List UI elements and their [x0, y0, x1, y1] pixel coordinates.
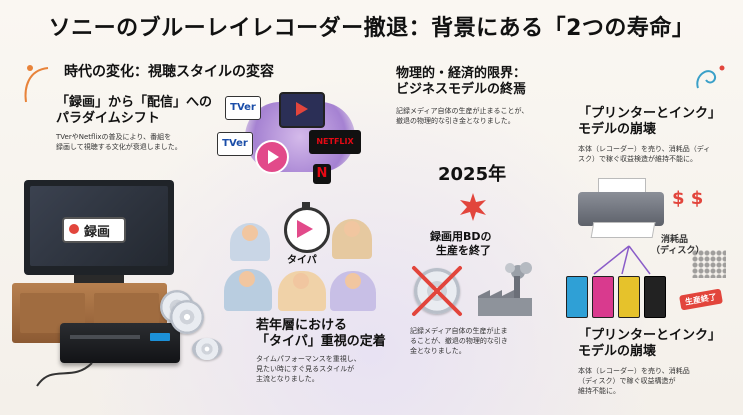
tv-record-label: 録画 — [84, 225, 111, 240]
netflix-logo: NETFLIX — [309, 130, 361, 154]
right-heading-1: 「プリンターとインク」 — [578, 106, 722, 121]
burst-icon — [460, 193, 486, 221]
page-title: ソニーのブルーレイレコーダー撤退：背景にある「2つの寿命」 — [48, 16, 695, 41]
tver-logo: TVer — [225, 96, 261, 120]
youth-text-2: 見たい時にすぐ見るスタイルが — [256, 365, 355, 373]
recorder-display — [150, 333, 170, 341]
youth-title-1: 若年層における — [256, 318, 348, 333]
right-text-2: スク）で稼ぐ収益検造が維持不能に。 — [578, 155, 697, 163]
ink-cartridges — [566, 276, 676, 320]
play-screen — [279, 92, 325, 128]
middle-bottom-2: ることが、撤退の物理的な引き — [410, 337, 508, 345]
middle-text-1: 記録メディア自体の生産が止まることが、 — [396, 107, 529, 115]
printer-illustration — [578, 178, 668, 240]
person-5 — [330, 271, 376, 311]
play-circle-icon — [255, 140, 289, 174]
record-badge: 録画 — [62, 217, 126, 243]
paradigm-text-1: TVerやNetflixの普及により、番組を — [56, 133, 172, 141]
right-bottom-heading-2: モデルの崩壊 — [578, 344, 657, 359]
yellow-cartridge — [618, 276, 640, 318]
netflix-n-logo: N — [313, 164, 331, 184]
person-4 — [278, 271, 326, 311]
factory-icon — [478, 262, 532, 316]
black-cartridge — [644, 276, 666, 318]
tv-recorder-illustration: 録画 — [12, 168, 217, 408]
right-text-1: 本体（レコーダー）を売り、消耗品（ディ — [578, 145, 711, 153]
record-dot-icon — [69, 224, 79, 234]
decorative-swoosh-icon — [24, 65, 49, 103]
right-bottom-heading-1: 「プリンターとインク」 — [578, 328, 722, 343]
person-1 — [230, 223, 270, 261]
paradigm-title-1: 「録画」から「配信」への — [56, 95, 213, 110]
youth-illustration: タイパ — [222, 202, 377, 315]
consumable-label-1: 消耗品 — [661, 235, 689, 245]
stopwatch-icon — [284, 202, 330, 253]
dust-particles — [692, 250, 726, 278]
streaming-illustration: TVer TVer NETFLIX N — [215, 88, 365, 188]
cable-icon — [36, 362, 93, 387]
taipa-label: タイパ — [287, 255, 317, 266]
consumable-label-2: （ディスク） — [651, 246, 705, 256]
middle-heading-2: ビジネスモデルの終焉 — [396, 82, 527, 97]
paradigm-title-2: パラダイムシフト — [56, 111, 160, 126]
end-production-badge: 生産終了 — [679, 288, 723, 311]
magenta-cartridge — [592, 276, 614, 318]
youth-title-2: 「タイパ」重視の定着 — [256, 334, 386, 349]
tver-logo-2: TVer — [217, 132, 253, 156]
bluray-recorder — [60, 323, 180, 363]
left-heading: 時代の変化：視聴スタイルの変容 — [64, 64, 274, 80]
year-label: 2025年 — [438, 164, 507, 185]
flow-arrows-icon — [593, 245, 651, 275]
cross-icon — [412, 266, 462, 316]
right-heading-2: モデルの崩壊 — [578, 122, 657, 137]
disc-stack-2 — [170, 300, 204, 334]
youth-text-1: タイムパフォーマンスを重視し、 — [256, 355, 361, 363]
youth-text-3: 主流となりました。 — [256, 375, 319, 383]
cyan-cartridge — [566, 276, 588, 318]
paradigm-text-2: 録画して視聴する文化が衰退しました。 — [56, 143, 182, 151]
bd-line-2: 生産を終了 — [436, 244, 491, 257]
play-icon — [296, 102, 308, 116]
decorative-swirl-icon — [696, 65, 725, 89]
right-bottom-text-1: 本体（レコーダー）を売り、消耗品 — [578, 367, 690, 375]
middle-heading-1: 物理的・経済的限界： — [396, 66, 527, 81]
printer-body — [578, 192, 664, 226]
right-bottom-text-2: （ディスク）で稼ぐ収益構造が — [578, 377, 676, 385]
person-3 — [224, 269, 272, 311]
disc-loose-1 — [192, 338, 222, 360]
middle-bottom-3: 金となりました。 — [410, 347, 466, 355]
bd-line-1: 録画用BDの — [430, 230, 492, 243]
tv-frame: 録画 — [24, 180, 174, 275]
right-bottom-text-3: 維持不能に。 — [578, 387, 620, 395]
tv-stand — [74, 275, 124, 283]
dollar-icon: $ $ — [672, 188, 704, 209]
middle-bottom-1: 記録メディア自体の生産が止ま — [410, 327, 508, 335]
middle-text-2: 撤退の物理的な引き金となりました。 — [396, 117, 515, 125]
person-2 — [332, 219, 372, 259]
